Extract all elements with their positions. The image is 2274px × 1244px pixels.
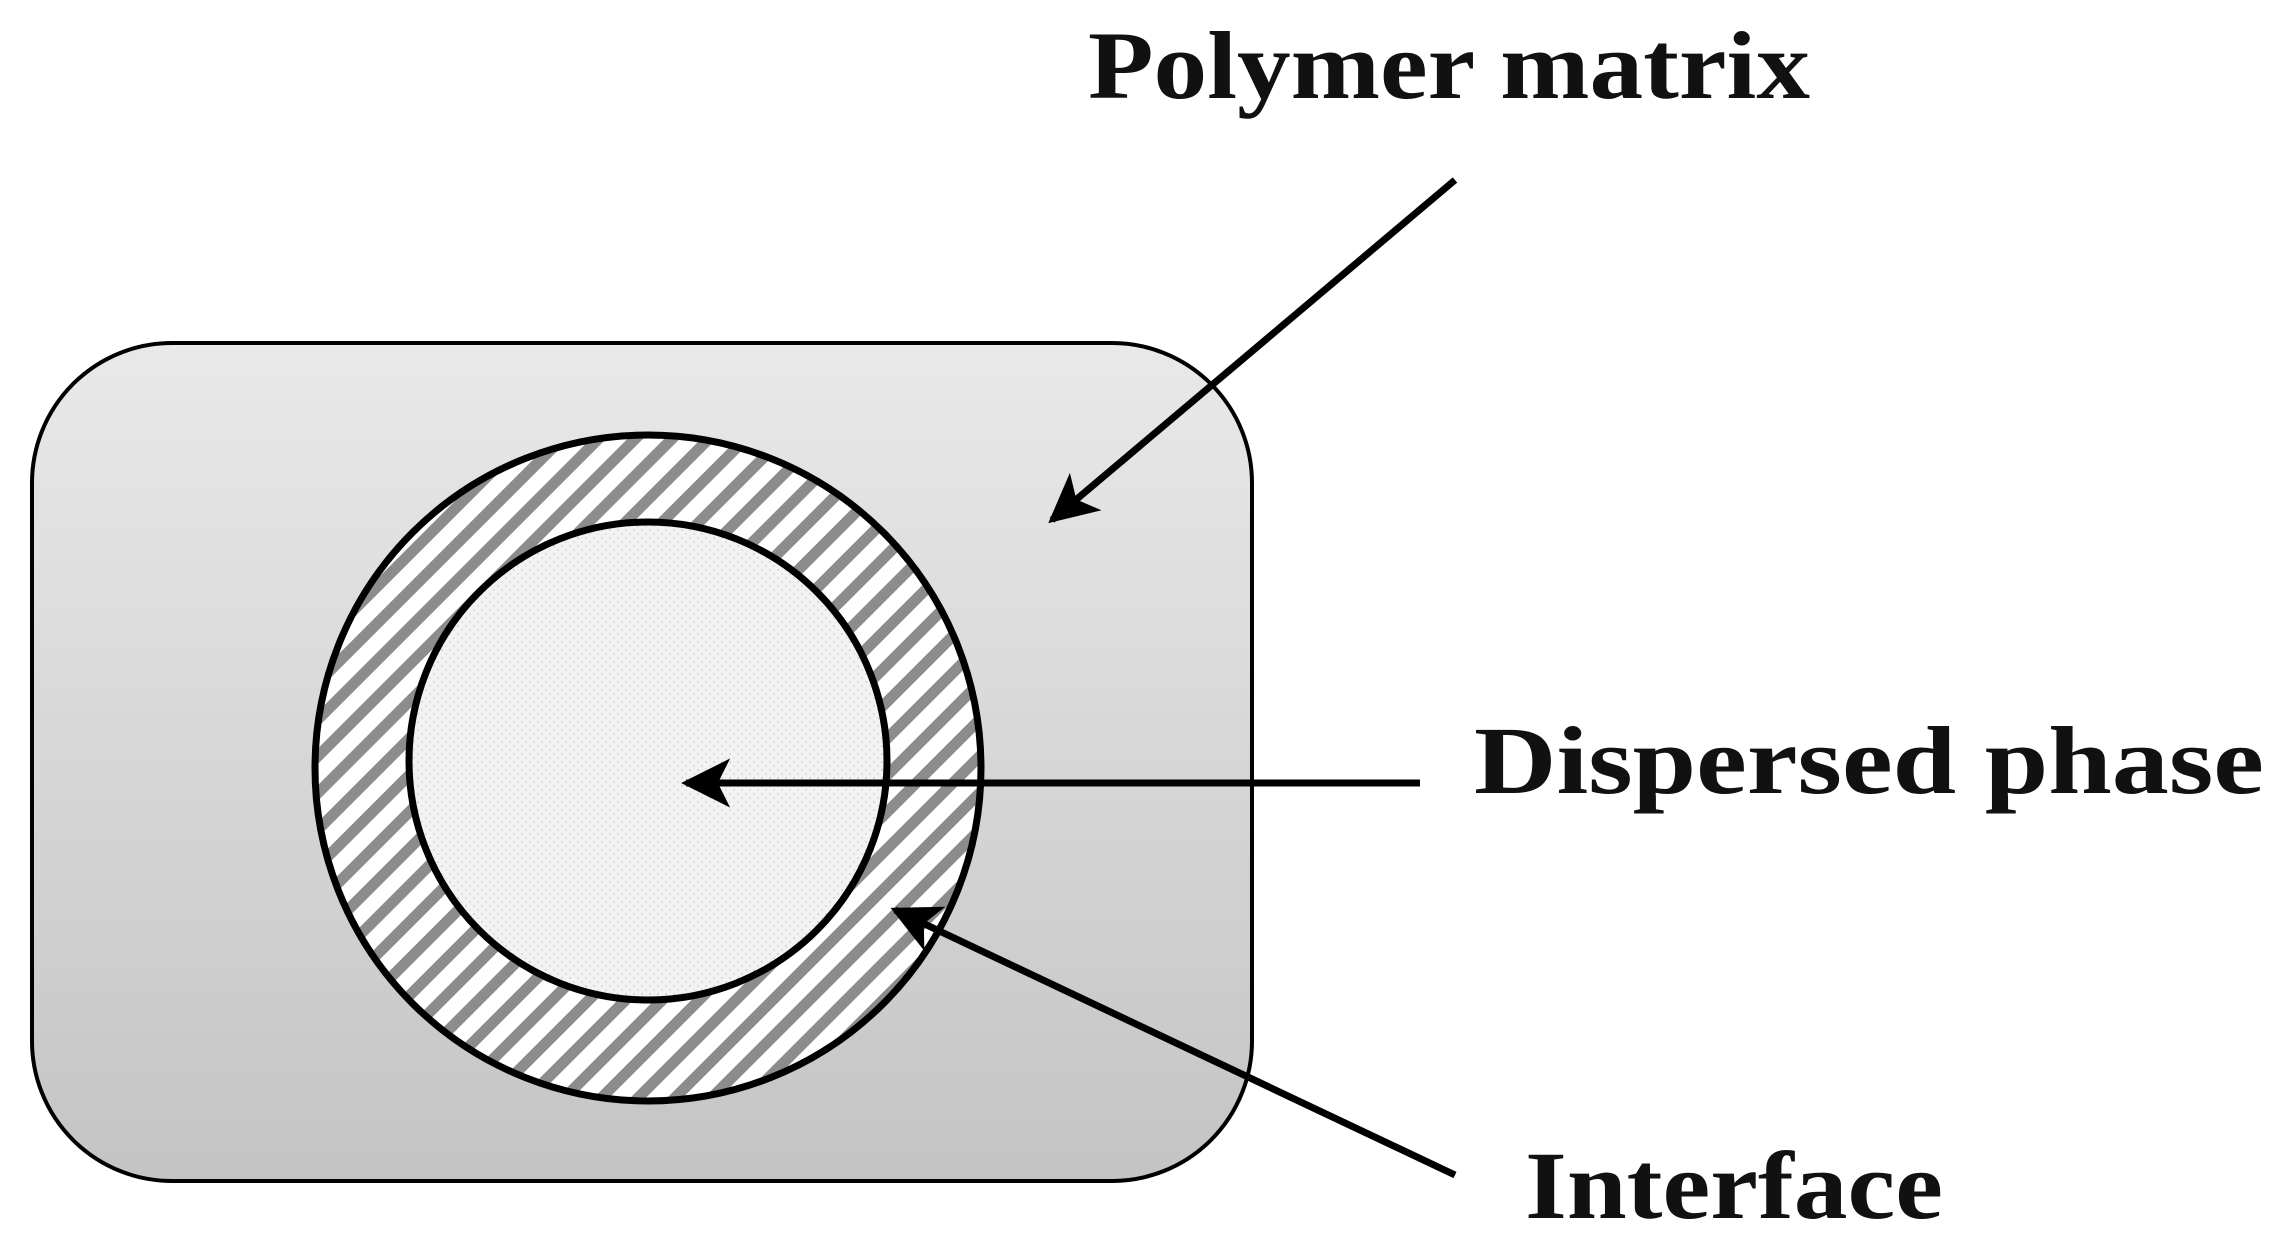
interface-arrow <box>890 906 1457 1179</box>
polymer-matrix-arrow <box>1048 177 1458 524</box>
polymer-matrix-label: Polymer matrix <box>1088 12 1810 119</box>
interface-label: Interface <box>1525 1132 1943 1239</box>
dispersed-phase-core <box>405 518 891 1004</box>
dispersed-phase-label: Dispersed phase <box>1474 707 2264 814</box>
